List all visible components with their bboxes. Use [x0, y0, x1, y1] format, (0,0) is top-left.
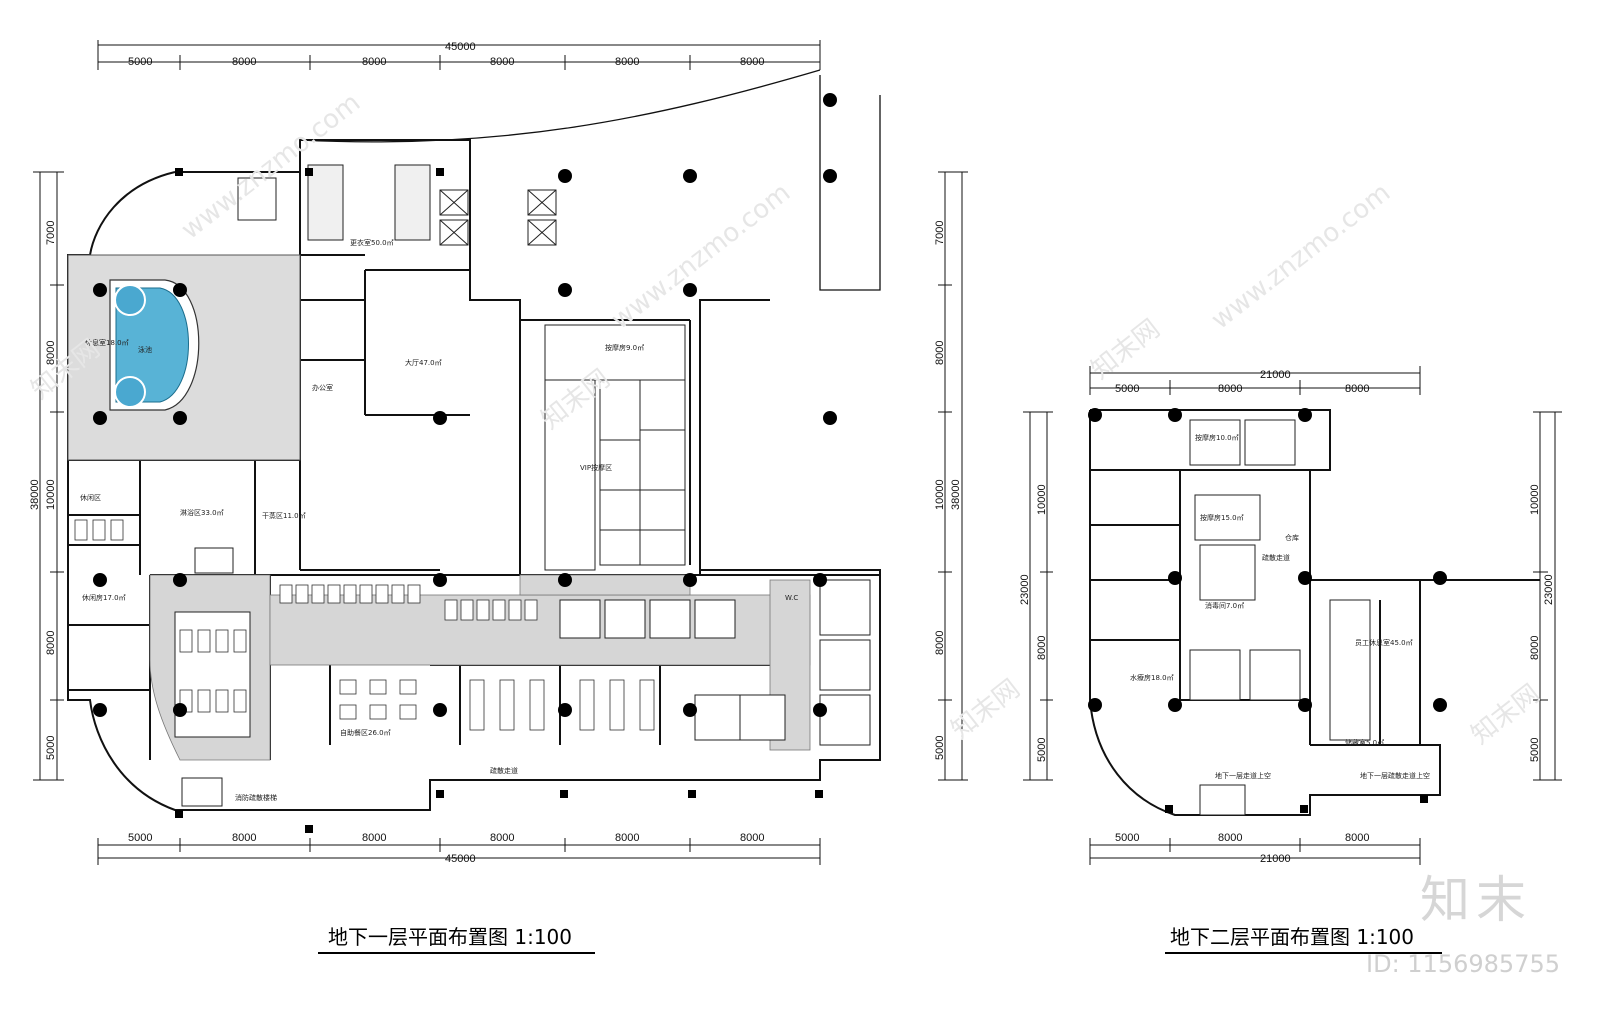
- plan1-top-dim: 8000: [615, 56, 639, 68]
- plan2-total-dim-bottom: 21000: [1260, 853, 1291, 865]
- room-label: 仓库: [1285, 533, 1299, 542]
- plan1-title-underline: [318, 952, 595, 954]
- room-label: 休闲房17.0㎡: [82, 593, 126, 602]
- plan1-bottom-dim: 8000: [615, 832, 639, 844]
- room-label: 办公室: [312, 383, 333, 392]
- plan1-bottom-dim: 8000: [740, 832, 764, 844]
- plan2-top-dim: 8000: [1218, 383, 1242, 395]
- plan2-rooms: [1189, 419, 1371, 816]
- plan2-bottom-dim: 5000: [1115, 832, 1139, 844]
- plan1-bottom-dim: 8000: [232, 832, 256, 844]
- plan2-bottom-dim: 8000: [1345, 832, 1369, 844]
- room-label: 休闲区: [80, 493, 101, 502]
- room-label: VIP按摩区: [580, 463, 612, 472]
- room-label: 水療房18.0㎡: [1130, 673, 1174, 682]
- room-label: 更衣室50.0㎡: [350, 238, 394, 247]
- plan1-right-dim: 5000: [934, 736, 946, 760]
- plan2-left-dim: 5000: [1036, 738, 1048, 762]
- plan1-top-dim: 8000: [740, 56, 764, 68]
- plan2-left-total: 23000: [1019, 574, 1031, 605]
- plan1-top-dim: 5000: [128, 56, 152, 68]
- image-id: ID: 1156985755: [1366, 950, 1560, 978]
- plan1-dimension-bottom: [97, 838, 821, 865]
- plan1-bottom-dim: 8000: [362, 832, 386, 844]
- plan2-right-dim: 10000: [1529, 484, 1541, 515]
- plan2-total-dim-top: 21000: [1260, 369, 1291, 381]
- plan1-massage-block: [544, 324, 686, 571]
- plan1-dimension-left: [33, 171, 64, 781]
- plan2-top-dim: 5000: [1115, 383, 1139, 395]
- room-label: 地下一层疏散走道上空: [1360, 771, 1430, 780]
- plan1-total-dim-bottom: 45000: [445, 853, 476, 865]
- room-label: 泳池: [138, 345, 152, 354]
- plan2-left-dim: 10000: [1036, 484, 1048, 515]
- room-label: 按摩房9.0㎡: [605, 343, 644, 352]
- plan2-title-underline: [1165, 952, 1442, 954]
- plan2-top-dim: 8000: [1345, 383, 1369, 395]
- room-label: 淋浴区33.0㎡: [180, 508, 224, 517]
- room-label: 员工休息室45.0㎡: [1355, 638, 1413, 647]
- room-label: 疏散走道: [1262, 553, 1290, 562]
- room-label: W.C: [785, 594, 798, 602]
- room-label: 消毒间7.0㎡: [1205, 601, 1244, 610]
- plan2-dimension-bottom: [1089, 838, 1421, 865]
- room-label: 按摩房15.0㎡: [1200, 513, 1244, 522]
- plan1-columns: [93, 93, 837, 833]
- plan1-right-dim: 8000: [934, 341, 946, 365]
- svg-text:www.znzmo.com: www.znzmo.com: [1206, 178, 1396, 336]
- plan2-right-total: 23000: [1543, 574, 1555, 605]
- svg-text:知末网: 知末网: [1086, 314, 1166, 386]
- svg-text:知末网: 知末网: [536, 364, 616, 436]
- room-label: 消防疏散楼梯: [235, 793, 277, 802]
- plan2-title: 地下二层平面布置图 1:100: [1170, 925, 1414, 949]
- plan2-columns: [1088, 408, 1447, 813]
- plan2-right-dim: 5000: [1529, 738, 1541, 762]
- plan1-top-dim: 8000: [362, 56, 386, 68]
- plan1-left-dim: 10000: [45, 479, 57, 510]
- room-label: 干蒸区11.0㎡: [262, 511, 306, 520]
- plan1-lounge-chairs: [74, 519, 655, 731]
- plan1-bottom-dim: 5000: [128, 832, 152, 844]
- plan2-dimension-left: [1023, 411, 1053, 781]
- plan1-left-dim: 7000: [45, 221, 57, 245]
- room-label: 储藏室5.0㎡: [1345, 738, 1384, 747]
- brand-logo: 知末: [1420, 871, 1532, 929]
- plan2-right-dim: 8000: [1529, 636, 1541, 660]
- plan1-dimension-right: [938, 171, 968, 781]
- plan1-top-dim: 8000: [232, 56, 256, 68]
- plan1-right-dim: 10000: [934, 479, 946, 510]
- svg-text:知末网: 知末网: [946, 674, 1026, 746]
- room-label: 地下一层走道上空: [1215, 771, 1271, 780]
- plan1-left-total: 38000: [29, 479, 41, 510]
- room-label: 自助餐区26.0㎡: [340, 728, 391, 737]
- plan1-dimension-top: [97, 40, 821, 70]
- plan1-title: 地下一层平面布置图 1:100: [328, 925, 572, 949]
- plan1-right-dim: 8000: [934, 631, 946, 655]
- plan1-left-dim: 5000: [45, 736, 57, 760]
- plan2-bottom-dim: 8000: [1218, 832, 1242, 844]
- plan1-elevators: [181, 164, 557, 807]
- plan1-right-dim: 7000: [934, 221, 946, 245]
- room-label: 按摩房10.0㎡: [1195, 433, 1239, 442]
- plan2-walls: [1089, 409, 1540, 816]
- plan1-total-dim-top: 45000: [445, 41, 476, 53]
- plan1-left-dim: 8000: [45, 341, 57, 365]
- plan2-left-dim: 8000: [1036, 636, 1048, 660]
- plan2-dimension-top: [1089, 366, 1421, 395]
- plan1-corridor-rooms: [174, 579, 871, 746]
- room-label: 疏散走道: [490, 766, 518, 775]
- plan1-bottom-dim: 8000: [490, 832, 514, 844]
- room-label: 休息室18.0㎡: [85, 338, 129, 347]
- room-label: 大厅47.0㎡: [405, 358, 442, 367]
- plan2-dimension-right: [1533, 411, 1562, 781]
- plan1-right-total: 38000: [950, 479, 962, 510]
- plan1-top-dim: 8000: [490, 56, 514, 68]
- plan1-left-dim: 8000: [45, 631, 57, 655]
